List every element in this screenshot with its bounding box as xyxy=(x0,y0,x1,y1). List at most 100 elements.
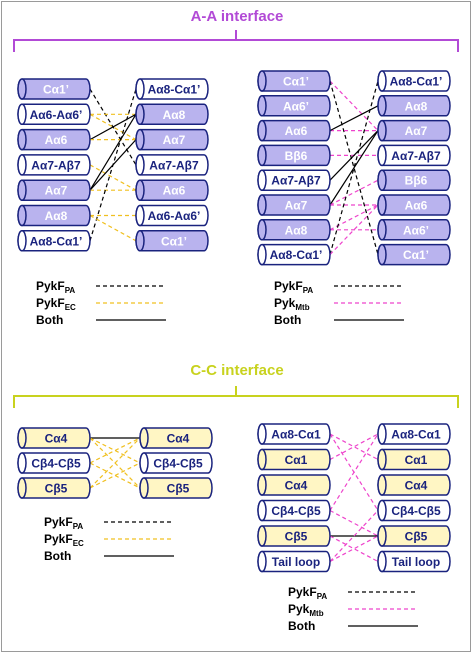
cc-left-right-helix-2-label: Cβ5 xyxy=(167,482,190,496)
cc-interface-title: C-C interface xyxy=(190,362,284,379)
cc-right-right-helix-1-label: Cα1 xyxy=(405,453,428,467)
aa-right-right-helix-7: Cα1’ xyxy=(377,243,451,266)
aa-right-left-helix-5-label: Aα7 xyxy=(285,199,308,213)
aa-right-link-1 xyxy=(329,80,379,255)
cc-right-link-0 xyxy=(329,433,379,461)
aa-right-link-3 xyxy=(329,105,379,132)
cc-brace xyxy=(13,386,459,408)
cc-right-link-8 xyxy=(329,535,379,563)
aa-right-link-5 xyxy=(329,130,379,181)
cc-left-left-helix-1-label: Cβ4-Cβ5 xyxy=(31,457,81,471)
aa-brace xyxy=(13,30,459,52)
aa-left-legend-label-1: PykFEC xyxy=(36,296,76,312)
cc-left-right-helix-2: Cβ5 xyxy=(139,477,213,499)
aa-right-link-6 xyxy=(329,130,379,206)
aa-right-left-helix-4: Aα7-Aβ7 xyxy=(257,169,331,191)
aa-left-left-helix-0-label: Cα1’ xyxy=(43,83,69,97)
cc-right-right-helix-0-label: Aα8-Cα1 xyxy=(391,428,441,442)
cc-right-left-helix-1: Cα1 xyxy=(257,448,331,471)
aa-right-left-helix-0: Cα1’ xyxy=(257,70,331,92)
cc-right-left-helix-2-label: Cα4 xyxy=(285,479,308,493)
cc-right-right-helix-5: Tail loop xyxy=(377,550,451,573)
aa-right-left-helix-2-label: Aα6 xyxy=(285,124,308,138)
cc-left-legend-label-0: PykFPA xyxy=(44,515,83,531)
aa-left-right-helix-5: Aα6-Aα6’ xyxy=(135,204,209,227)
aa-right-link-8 xyxy=(329,179,379,206)
cc-right-right-helix-2: Cα4 xyxy=(377,474,451,496)
aa-right-right-helix-5-label: Aα6 xyxy=(405,199,428,213)
aa-right-right-helix-4: Bβ6 xyxy=(377,169,451,191)
aa-left-left-helix-5-label: Aα8 xyxy=(45,209,68,223)
aa-right-link-11 xyxy=(329,80,379,255)
cc-right-right-helix-4-label: Cβ5 xyxy=(405,530,428,544)
aa-right-left-helix-4-label: Aα7-Aβ7 xyxy=(271,174,321,188)
aa-right-right-helix-3-label: Aα7-Aβ7 xyxy=(391,149,441,163)
cc-right-left-helix-3-label: Cβ4-Cβ5 xyxy=(271,504,321,518)
aa-left-left-helix-4: Aα7 xyxy=(17,179,91,201)
cc-right-right-helix-4: Cβ5 xyxy=(377,525,451,547)
aa-right-link-10 xyxy=(329,204,379,231)
cc-right-right-helix-3-label: Cβ4-Cβ5 xyxy=(391,504,441,518)
aa-right-legend-label-1: PykMtb xyxy=(274,296,310,312)
cc-left-link-1 xyxy=(89,437,141,464)
cc-left-link-6 xyxy=(89,462,141,489)
cc-right-link-2 xyxy=(329,433,379,461)
aa-left-legend-label-2: Both xyxy=(36,313,63,327)
aa-right-right-helix-2-label: Aα7 xyxy=(405,124,428,138)
cc-right-right-helix-0: Aα8-Cα1 xyxy=(377,423,451,445)
aa-right-link-12 xyxy=(329,204,379,256)
aa-right-left-helix-5: Aα7 xyxy=(257,194,331,216)
cc-left-right-helix-1: Cβ4-Cβ5 xyxy=(139,452,213,474)
aa-left-legend-label-0: PykFPA xyxy=(36,279,75,295)
aa-right-left-helix-7: Aα8-Cα1’ xyxy=(257,243,331,266)
cc-left-link-4 xyxy=(89,462,141,489)
aa-right-right-helix-1: Aα8 xyxy=(377,95,451,117)
aa-right-right-helix-6: Aα6’ xyxy=(377,219,451,241)
cc-left-left-helix-0: Cα4 xyxy=(17,427,91,449)
cc-right-right-helix-2-label: Cα4 xyxy=(405,479,428,493)
aa-right-left-helix-1: Aα6’ xyxy=(257,95,331,117)
cc-right-left-helix-5-label: Tail loop xyxy=(272,555,320,569)
aa-left-right-helix-1-label: Aα8 xyxy=(163,108,186,122)
aa-left-left-helix-6: Aα8-Cα1’ xyxy=(17,230,91,252)
aa-right-left-helix-7-label: Aα8-Cα1’ xyxy=(270,248,323,262)
aa-right-legend-label-2: Both xyxy=(274,313,301,327)
aa-right-left-helix-0-label: Cα1’ xyxy=(283,75,309,89)
aa-left-right-helix-1: Aα8 xyxy=(135,103,209,126)
cc-left-right-helix-1-label: Cβ4-Cβ5 xyxy=(153,457,203,471)
aa-left-right-helix-3-label: Aα7-Aβ7 xyxy=(149,158,199,172)
aa-left-link-5 xyxy=(89,164,137,191)
cc-right-link-4 xyxy=(329,509,379,537)
cc-right-right-helix-5-label: Tail loop xyxy=(392,555,440,569)
aa-left-right-helix-3: Aα7-Aβ7 xyxy=(135,154,209,176)
aa-left-left-helix-3: Aα7-Aβ7 xyxy=(17,154,91,176)
aa-right-right-helix-0: Aα8-Cα1’ xyxy=(377,70,451,92)
cc-left-link-5 xyxy=(89,437,141,489)
aa-left-right-helix-0: Aα8-Cα1’ xyxy=(135,78,209,100)
aa-left-left-helix-4-label: Aα7 xyxy=(45,184,68,198)
aa-right-right-helix-4-label: Bβ6 xyxy=(405,174,428,188)
aa-right-right-helix-2: Aα7 xyxy=(377,119,451,142)
aa-interface-title: A-A interface xyxy=(190,8,284,25)
aa-left-left-helix-2: Aα6 xyxy=(17,128,91,151)
cc-right-legend-label-0: PykFPA xyxy=(288,585,327,601)
aa-right-left-helix-1-label: Aα6’ xyxy=(283,99,309,113)
aa-right-right-helix-0-label: Aα8-Cα1’ xyxy=(390,75,443,89)
aa-left-right-helix-4: Aα6 xyxy=(135,179,209,201)
aa-left-left-helix-5: Aα8 xyxy=(17,204,91,227)
aa-right-left-helix-6-label: Aα8 xyxy=(285,223,308,237)
cc-right-link-6 xyxy=(329,535,379,563)
cc-right-right-helix-3: Cβ4-Cβ5 xyxy=(377,499,451,522)
cc-right-left-helix-0-label: Aα8-Cα1 xyxy=(271,428,321,442)
aa-right-right-helix-3: Aα7-Aβ7 xyxy=(377,144,451,167)
aa-right-right-helix-6-label: Aα6’ xyxy=(403,223,429,237)
cc-right-link-3 xyxy=(329,433,379,511)
cc-right-left-helix-5: Tail loop xyxy=(257,550,331,573)
cc-left-left-helix-0-label: Cα4 xyxy=(45,432,68,446)
aa-right-right-helix-5: Aα6 xyxy=(377,194,451,216)
aa-right-right-helix-1-label: Aα8 xyxy=(405,99,428,113)
aa-left-link-7 xyxy=(89,113,137,191)
aa-left-right-helix-5-label: Aα6-Aα6’ xyxy=(148,209,201,223)
cc-right-legend-label-2: Both xyxy=(288,619,315,633)
